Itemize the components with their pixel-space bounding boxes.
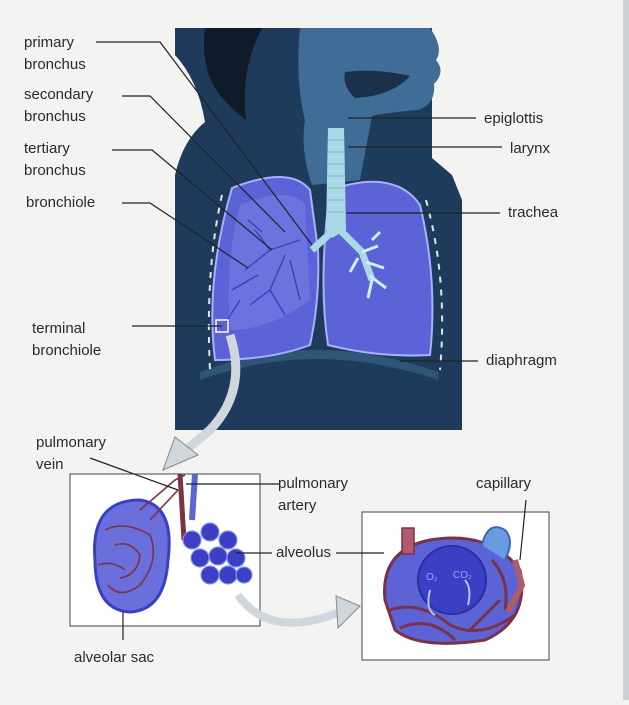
label-co2: CO₂: [453, 570, 472, 581]
label-tertiary-line1: tertiary: [24, 140, 70, 157]
label-larynx: larynx: [510, 140, 551, 157]
capillary-net: [389, 558, 516, 642]
label-primary-bronchus: primary bronchus: [24, 32, 86, 76]
label-secondary-bronchus: secondary bronchus: [24, 84, 93, 128]
label-pulmonary-vein: pulmonary vein: [36, 432, 106, 476]
label-bronchiole: bronchiole: [26, 194, 96, 211]
zoom-arrow-shaft: [177, 333, 241, 459]
label-terminal-line1: terminal: [32, 320, 86, 337]
zoom-arrow-head: [162, 436, 199, 471]
label-trachea: trachea: [508, 204, 559, 221]
label-secondary-line1: secondary: [24, 86, 94, 103]
label-capillary: capillary: [476, 475, 532, 492]
pleura-dashed-outline: [207, 194, 444, 371]
label-artery-line1: pulmonary: [278, 475, 349, 492]
label-tertiary-bronchus: tertiary bronchus: [24, 138, 86, 182]
label-o2: O₂: [426, 572, 438, 583]
label-vein-line2: vein: [36, 456, 64, 473]
bronchial-tree-branches: [225, 219, 301, 323]
label-tertiary-line2: bronchus: [24, 162, 86, 179]
label-pulmonary-artery: pulmonary artery: [278, 473, 348, 517]
label-artery-line2: artery: [278, 497, 317, 514]
zoom-arrow-2-head: [335, 595, 361, 630]
label-diaphragm: diaphragm: [486, 352, 557, 369]
left-lung: [322, 180, 434, 357]
trachea-and-bronchi: [309, 128, 387, 299]
label-terminal-bronchiole: terminal bronchiole: [32, 318, 101, 362]
label-vein-line1: pulmonary: [36, 434, 107, 451]
gas-exchange-arrows: [427, 579, 471, 616]
label-alveolar-sac: alveolar sac: [74, 649, 155, 666]
alveolus-inset: O₂ CO₂: [361, 511, 550, 661]
label-epiglottis: epiglottis: [484, 110, 544, 127]
page-edge: [623, 0, 629, 700]
label-terminal-line2: bronchiole: [32, 342, 102, 359]
leader-lines: [89, 41, 527, 640]
trachea-rings: [328, 139, 344, 213]
label-secondary-line2: bronchus: [24, 108, 86, 125]
label-alveolus: alveolus: [276, 544, 332, 561]
label-primary-line1: primary: [24, 34, 75, 51]
label-primary-line2: bronchus: [24, 56, 86, 73]
zoom-arrow-2-shaft: [234, 592, 342, 627]
alveolar-sac-inset: [69, 473, 261, 627]
